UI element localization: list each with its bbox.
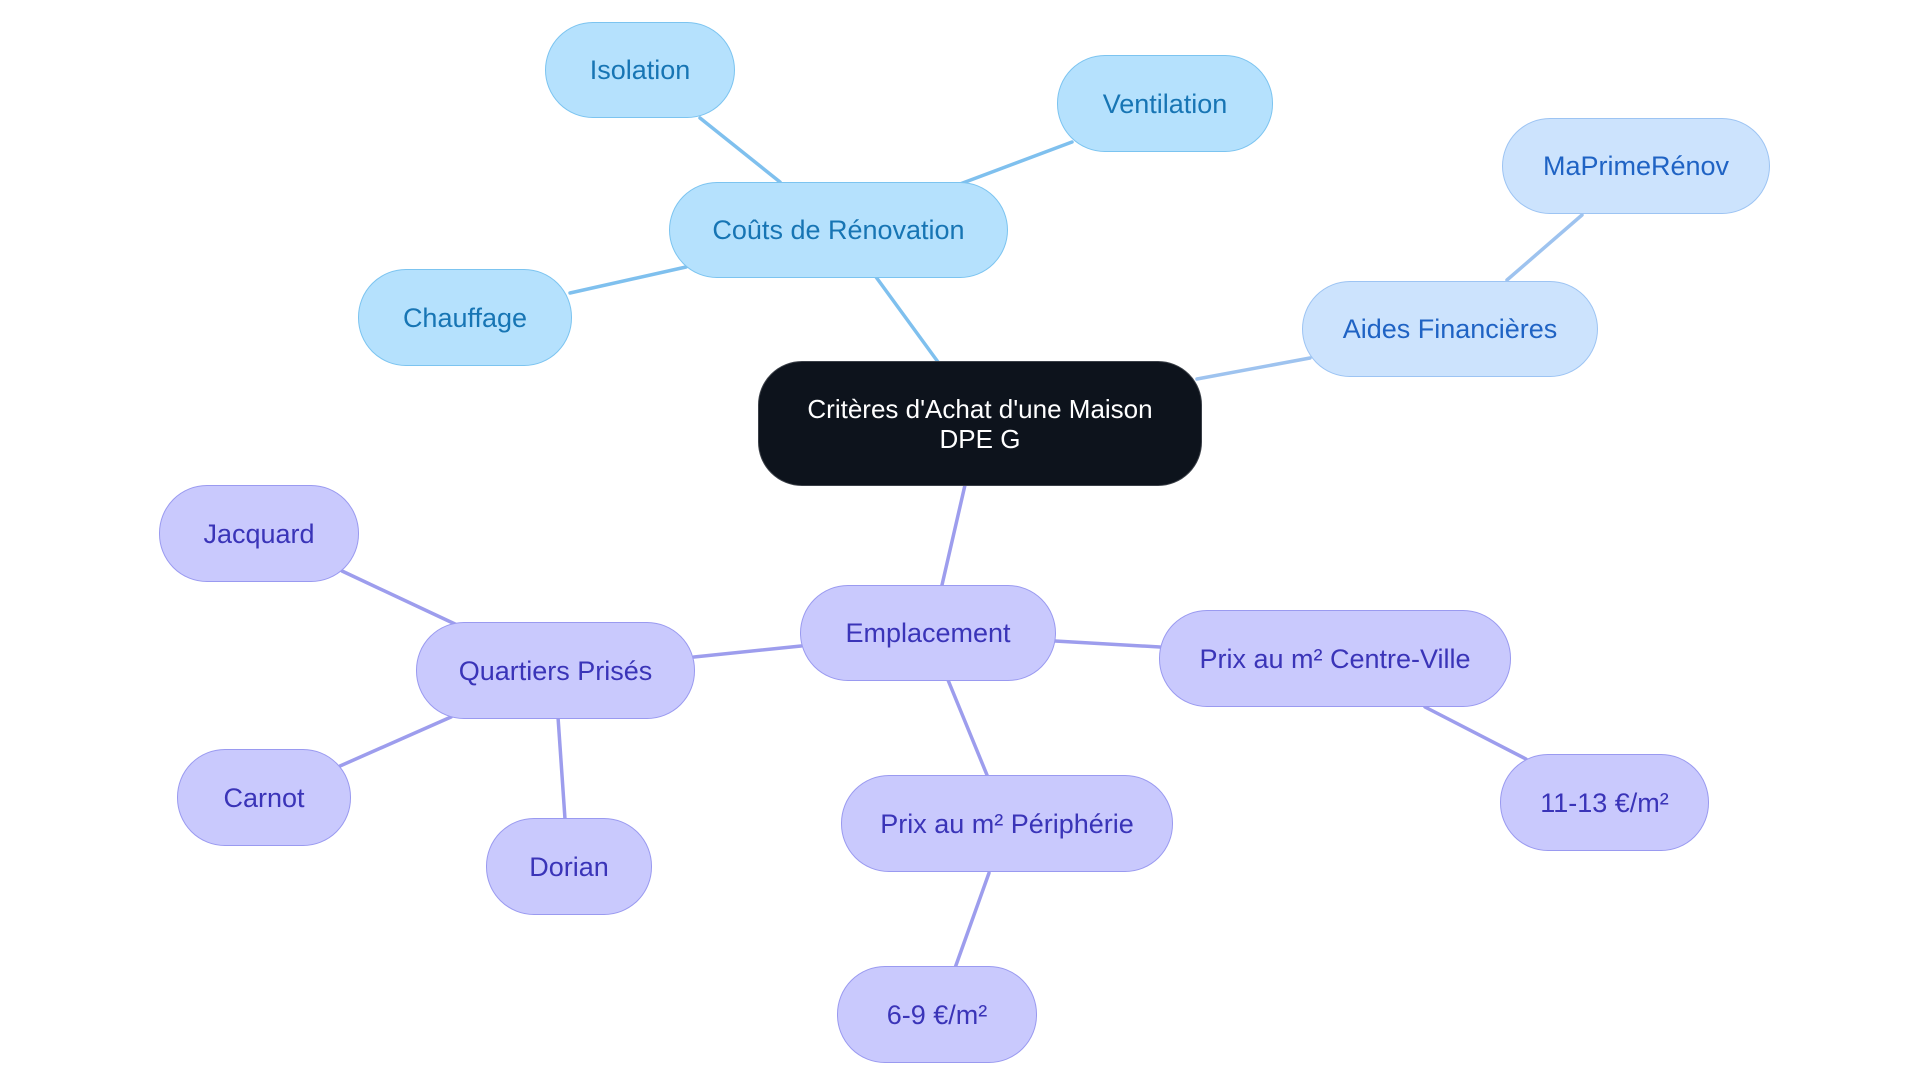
node-prix-peripherie[interactable]: Prix au m² Périphérie: [841, 775, 1173, 872]
edge-root-aides: [1195, 356, 1312, 381]
root-node[interactable]: Critères d'Achat d'une Maison DPE G: [758, 361, 1202, 486]
node-quartiers-prises[interactable]: Quartiers Prisés: [416, 622, 695, 719]
node-isolation[interactable]: Isolation: [545, 22, 735, 118]
edge-emplacement-quartiers: [692, 644, 803, 659]
edge-quartiers-carnot: [338, 715, 453, 768]
node-label: Dorian: [529, 851, 609, 882]
node-dorian[interactable]: Dorian: [486, 818, 652, 915]
edge-centre-value: [1423, 705, 1528, 761]
node-label: Prix au m² Centre-Ville: [1199, 643, 1471, 674]
node-jacquard[interactable]: Jacquard: [159, 485, 359, 582]
node-prix-centre-ville[interactable]: Prix au m² Centre-Ville: [1159, 610, 1511, 707]
node-chauffage[interactable]: Chauffage: [358, 269, 572, 366]
node-couts-renovation[interactable]: Coûts de Rénovation: [669, 182, 1008, 278]
node-label: Aides Financières: [1342, 314, 1558, 344]
root-label-line2: DPE G: [939, 423, 1021, 454]
edge-root-emplacement: [940, 483, 967, 587]
edge-aides-maprimerenov: [1505, 213, 1584, 282]
node-label: Chauffage: [402, 302, 528, 333]
edge-renovation-chauffage: [568, 265, 688, 295]
edge-root-renovation: [874, 275, 940, 364]
node-label: Emplacement: [845, 618, 1011, 648]
node-label: Prix au m² Périphérie: [880, 808, 1134, 839]
edge-renovation-isolation: [698, 116, 782, 184]
node-label: Quartiers Prisés: [458, 655, 653, 686]
node-prix-peripherie-value[interactable]: 6-9 €/m²: [837, 966, 1037, 1063]
node-label: Jacquard: [203, 518, 315, 549]
edge-emplacement-peripherie: [946, 678, 989, 777]
node-label: 6-9 €/m²: [886, 999, 988, 1030]
node-label: Carnot: [223, 782, 305, 813]
node-label: MaPrimeRénov: [1542, 151, 1730, 181]
root-label-line1: Critères d'Achat d'une Maison: [807, 393, 1153, 424]
node-label: Ventilation: [1102, 88, 1228, 119]
node-prix-centre-ville-value[interactable]: 11-13 €/m²: [1500, 754, 1709, 851]
node-maprimerenov[interactable]: MaPrimeRénov: [1502, 118, 1770, 214]
node-label: Coûts de Rénovation: [712, 215, 965, 245]
edge-peripherie-value: [953, 871, 991, 970]
edge-quartiers-jacquard: [340, 569, 457, 626]
node-ventilation[interactable]: Ventilation: [1057, 55, 1273, 152]
edge-emplacement-centre: [1053, 639, 1162, 649]
edge-quartiers-dorian: [556, 715, 567, 821]
node-carnot[interactable]: Carnot: [177, 749, 351, 846]
edge-renovation-ventilation: [958, 140, 1074, 186]
node-label: 11-13 €/m²: [1540, 787, 1669, 818]
node-emplacement[interactable]: Emplacement: [800, 585, 1056, 681]
node-label: Isolation: [589, 55, 691, 85]
node-aides-financieres[interactable]: Aides Financières: [1302, 281, 1598, 377]
